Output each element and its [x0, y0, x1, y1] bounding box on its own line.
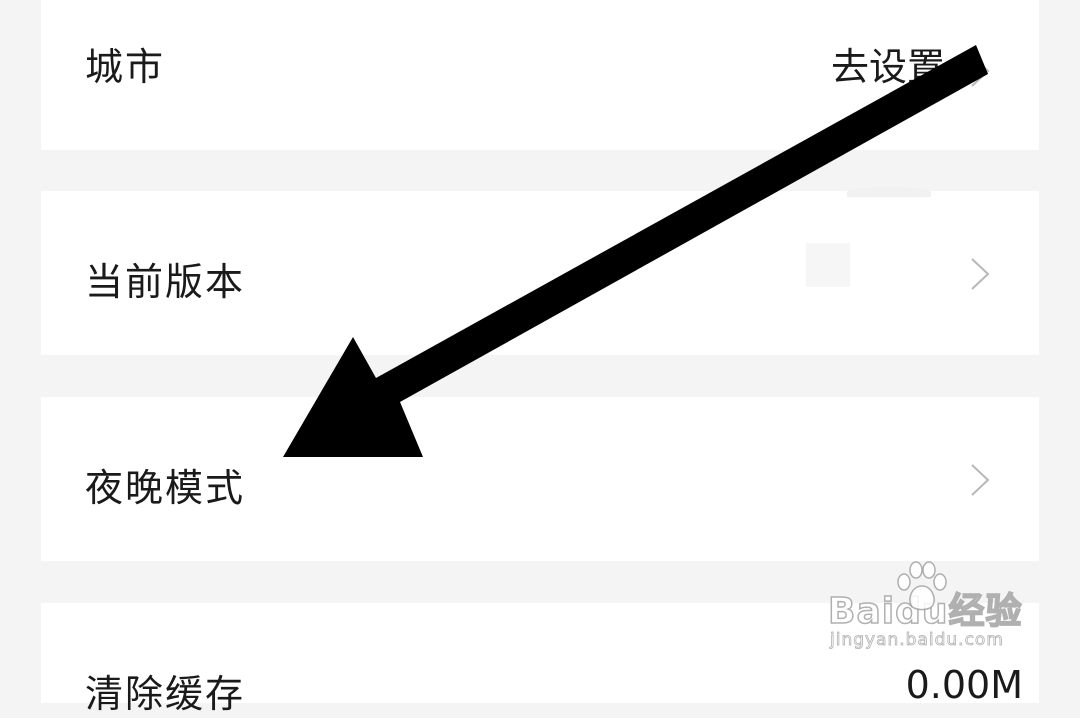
ghost-shape — [806, 243, 850, 287]
chevron-right-icon — [969, 257, 991, 291]
settings-row-label: 夜晚模式 — [85, 466, 246, 510]
settings-row-label: 城市 — [85, 45, 166, 89]
settings-row-city[interactable]: 城市 去设置 — [41, 0, 1039, 150]
settings-row-value: 去设置 — [830, 45, 945, 89]
settings-row-clear-cache[interactable]: 清除缓存 0.00M — [41, 603, 1039, 716]
chevron-right-icon — [969, 463, 991, 497]
ghost-shape — [847, 187, 931, 197]
settings-row-value: 0.00M — [905, 663, 1023, 707]
settings-row-night-mode[interactable]: 夜晚模式 — [41, 397, 1039, 561]
settings-row-label: 清除缓存 — [85, 672, 246, 716]
settings-row-label: 当前版本 — [85, 260, 246, 304]
settings-row-version[interactable]: 当前版本 — [41, 187, 1039, 355]
chevron-right-icon — [969, 54, 991, 88]
